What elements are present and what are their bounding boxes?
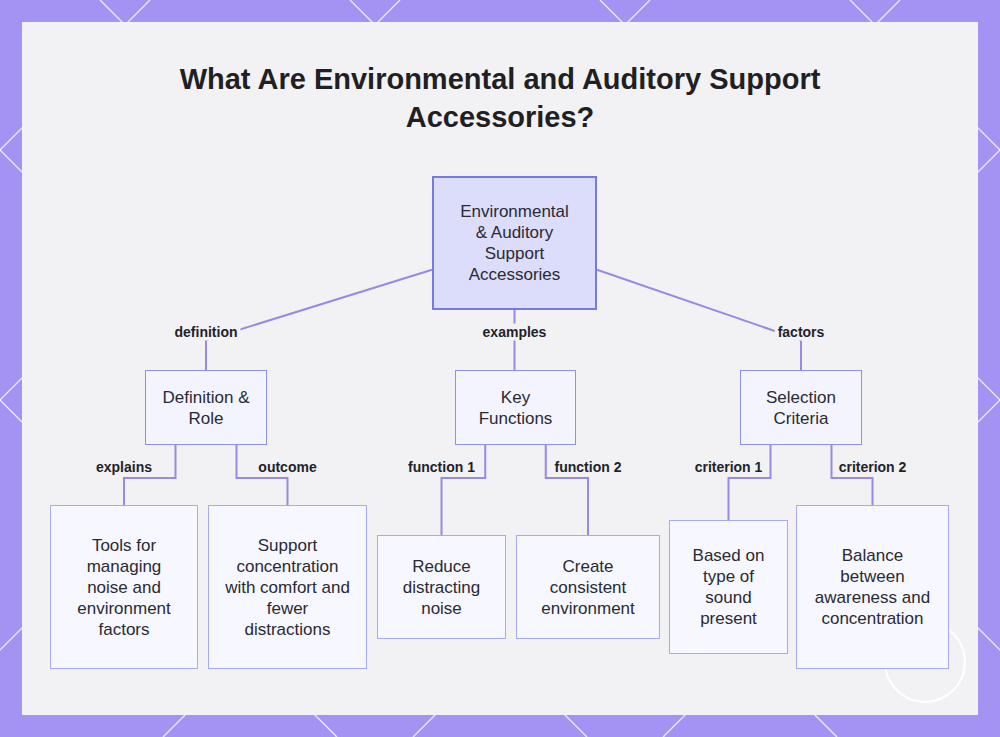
node-text: Balance between awareness and concentrat… xyxy=(810,545,935,629)
edge-label: outcome xyxy=(255,459,319,476)
node-text: Reduce distracting noise xyxy=(391,556,492,619)
node-text: Environmental & Auditory Support Accesso… xyxy=(454,201,575,285)
connector-line xyxy=(729,445,771,520)
edge-label: criterion 2 xyxy=(836,459,910,476)
detail-box: Based on type of sound present xyxy=(669,520,788,654)
edge-label: explains xyxy=(93,459,155,476)
edge-label: criterion 1 xyxy=(692,459,766,476)
edge-label: factors xyxy=(775,324,828,341)
edge-label: function 2 xyxy=(552,459,625,476)
detail-box: Support concentration with comfort and f… xyxy=(208,505,367,669)
node-text: Selection Criteria xyxy=(753,387,849,429)
edge-label: definition xyxy=(172,324,241,341)
detail-box: Balance between awareness and concentrat… xyxy=(796,505,949,669)
edge-label: function 1 xyxy=(405,459,478,476)
node-text: Definition & Role xyxy=(158,387,254,429)
connector-line xyxy=(597,270,801,370)
root-box: Environmental & Auditory Support Accesso… xyxy=(432,176,597,310)
node-text: Based on type of sound present xyxy=(683,545,774,629)
node-text: Key Functions xyxy=(468,387,563,429)
category-box: Definition & Role xyxy=(145,370,267,445)
category-box: Key Functions xyxy=(455,370,576,445)
node-text: Tools for managing noise and environment… xyxy=(64,535,184,640)
category-box: Selection Criteria xyxy=(740,370,862,445)
connector-line xyxy=(206,270,432,370)
inner-panel xyxy=(22,22,978,715)
edge-label: examples xyxy=(480,324,550,341)
detail-box: Create consistent environment xyxy=(516,535,660,639)
diagram-title: What Are Environmental and Auditory Supp… xyxy=(100,60,900,136)
node-text: Support concentration with comfort and f… xyxy=(222,535,353,640)
detail-box: Tools for managing noise and environment… xyxy=(50,505,198,669)
node-text: Create consistent environment xyxy=(530,556,646,619)
detail-box: Reduce distracting noise xyxy=(377,535,506,639)
